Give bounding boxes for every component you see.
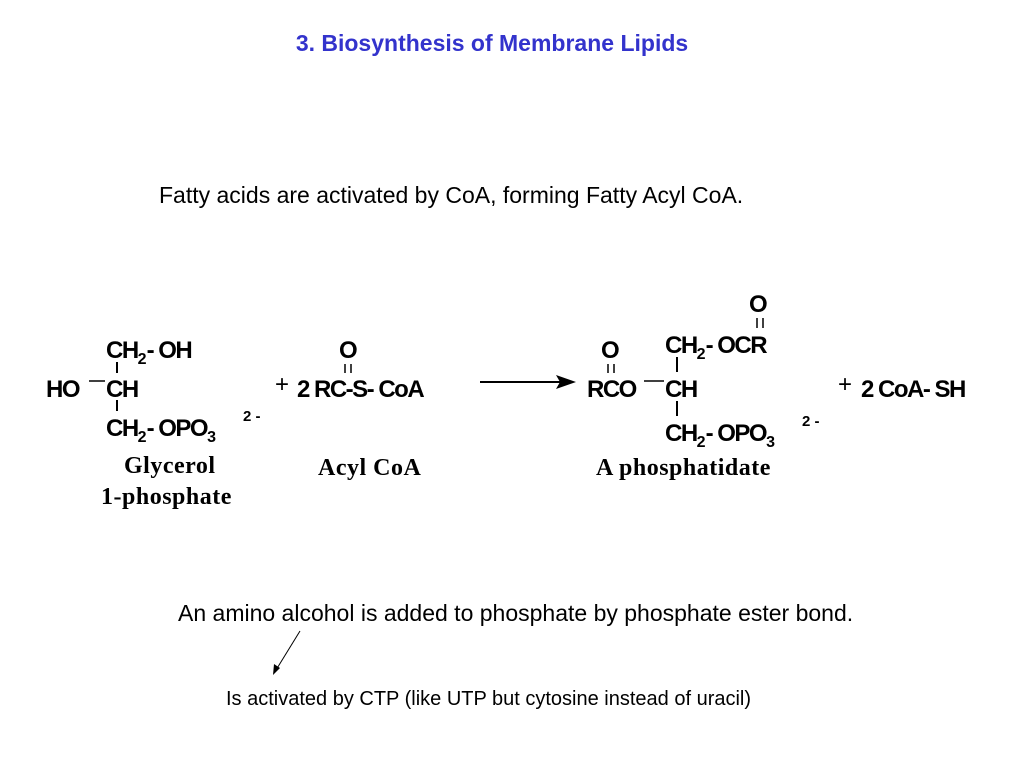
acyl-coa-oxygen: O [339,337,358,364]
plus-sign: + [275,371,290,398]
ctp-note: Is activated by CTP (like UTP but cytosi… [226,688,752,710]
phosphatidate-top-oxygen: O [749,291,768,318]
phosphatidate-label: A phosphatidate [596,455,771,481]
page-title: 3. Biosynthesis of Membrane Lipids [295,30,689,56]
glycerol-middle-group: CH [106,376,139,403]
glycerol-bottom-group: CH2- OPO3 [106,415,216,446]
phosphatidate-bottom-group: CH2- OPO3 [665,420,775,451]
reaction-arrow-head [556,375,576,389]
coa-sh-product: 2 CoA- SH [861,376,966,403]
acyl-coa-label: Acyl CoA [318,455,422,481]
glycerol-phosphate-charge: 2 - [243,408,261,425]
glycerol-hydroxyl: HO [46,376,81,403]
amino-alcohol-sentence: An amino alcohol is added to phosphate b… [178,600,854,626]
acyl-coa-formula: 2 RC-S- CoA [297,376,425,403]
phosphatidate-left-oxygen: O [601,337,620,364]
intro-sentence: Fatty acids are activated by CoA, formin… [159,182,744,208]
glycerol-label-line1: Glycerol [124,453,216,479]
glycerol-label-line2: 1-phosphate [101,484,232,510]
glycerol-top-group: CH2- OH [106,337,193,368]
phosphatidate-charge: 2 - [802,413,820,430]
phosphatidate-ester: RCO [587,376,637,403]
plus-sign: + [838,371,853,398]
phosphatidate-middle-group: CH [665,376,698,403]
phosphatidate-top-group: CH2- OCR [665,332,768,363]
note-arrow-head [273,664,280,675]
note-arrow-shaft [275,630,301,671]
